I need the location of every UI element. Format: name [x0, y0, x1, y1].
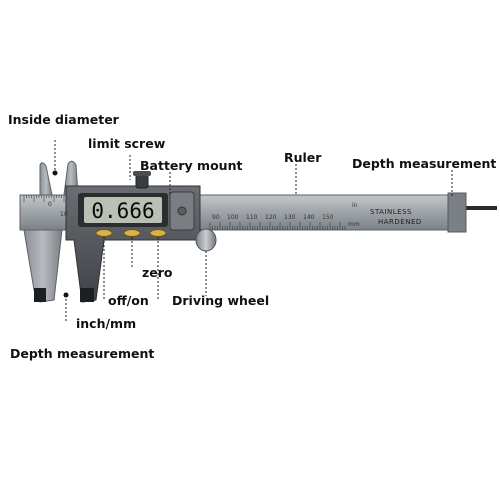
leader-dot	[52, 170, 58, 176]
label-inside-diameter: Inside diameter	[8, 112, 119, 127]
inch-mm-button[interactable]	[149, 229, 167, 237]
scale-number: 100	[227, 214, 239, 221]
lcd-reading: 0.666	[91, 199, 154, 223]
zero-button[interactable]	[123, 229, 141, 237]
lcd-screen	[84, 197, 162, 223]
label-zero: zero	[142, 265, 173, 280]
leader-lines	[54, 140, 453, 322]
label-driving-wheel: Driving wheel	[172, 293, 270, 308]
label-depth-measurement-bottom: Depth measurement	[10, 346, 155, 361]
scale-number: 90	[212, 214, 220, 221]
label-inch-mm: inch/mm	[76, 316, 137, 331]
fixed-upper-jaw	[39, 162, 53, 196]
label-ruler: Ruler	[284, 150, 322, 165]
scale-number: 140	[303, 214, 315, 221]
beam-end-cap	[447, 192, 467, 233]
label-limit-screw: limit screw	[88, 136, 166, 151]
scale-unit-in: in	[352, 202, 358, 209]
leader-dot	[63, 292, 69, 298]
ruler-ticks	[23, 195, 346, 230]
label-battery-mount: Battery mount	[140, 158, 243, 173]
scale-number: 130	[284, 214, 296, 221]
fixed-jaw-tip	[34, 288, 46, 302]
onoff-button[interactable]	[95, 229, 113, 237]
label-off-on: off/on	[108, 293, 149, 308]
scale-unit-mm: mm	[348, 221, 360, 228]
scale-number: 120	[265, 214, 277, 221]
brand-line-1: STAINLESS	[370, 208, 412, 216]
battery-cover-screw	[177, 206, 187, 216]
brand-line-2: HARDENED	[378, 218, 422, 226]
depth-rod	[465, 206, 497, 210]
limit-screw-head	[133, 171, 151, 176]
slider-jaw-tip	[80, 288, 94, 302]
scale-number: 150	[322, 214, 334, 221]
scale-number: 0	[48, 201, 52, 208]
label-depth-measurement-right: Depth measurement	[352, 156, 497, 171]
fixed-lower-jaw	[23, 229, 63, 303]
driving-wheel[interactable]	[195, 228, 217, 252]
scale-number: 10	[60, 211, 68, 218]
scale-number: 110	[246, 214, 258, 221]
limit-screw	[135, 173, 149, 189]
